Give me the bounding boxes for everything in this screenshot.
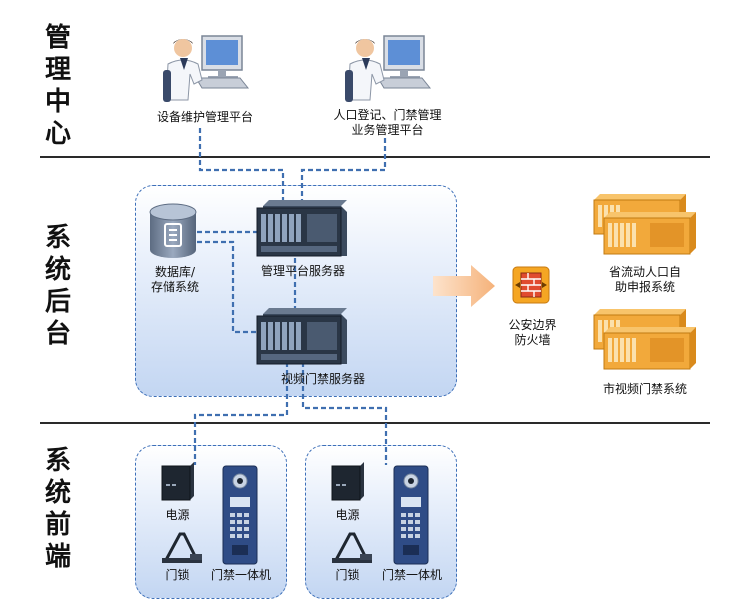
video-server-label-text: 视频门禁服务器	[280, 372, 365, 386]
power-label-1-text: 电源	[165, 508, 190, 522]
firewall-label-line2: 防火墙	[514, 333, 551, 347]
mgmt-server-label: 管理平台服务器	[248, 264, 358, 279]
database-label: 数据库/ 存储系统	[140, 265, 210, 295]
workstation-1-icon	[163, 35, 250, 102]
workstation-1-label-text: 设备维护管理平台	[156, 110, 253, 124]
section-label-frontend-text: 系统前端	[44, 446, 71, 572]
workstation-1-label: 设备维护管理平台	[150, 110, 260, 125]
power-supply-icon-1	[160, 460, 196, 502]
workstation-2-label-line2: 业务管理平台	[351, 123, 424, 137]
terminal-label-1: 门禁一体机	[205, 568, 277, 583]
lock-label-1-text: 门锁	[165, 568, 190, 582]
workstation-2	[340, 30, 435, 105]
section-label-backend-text: 系统后台	[44, 223, 71, 349]
lock-label-2-text: 门锁	[335, 568, 360, 582]
firewall-label: 公安边界 防火墙	[500, 318, 565, 348]
connector-ws1	[198, 128, 285, 205]
mgmt-server-icon	[253, 200, 348, 260]
section-label-management-text: 管理中心	[44, 23, 71, 149]
door-lock-icon-1	[160, 530, 205, 565]
access-terminal-icon-2	[393, 465, 429, 565]
power-supply-icon-2	[330, 460, 366, 502]
external-server-2-label-text: 市视频门禁系统	[602, 382, 687, 396]
divider-bottom	[40, 422, 710, 424]
access-terminal-icon-1	[222, 465, 258, 565]
video-server-icon	[253, 308, 348, 368]
terminal-label-2-text: 门禁一体机	[381, 568, 442, 582]
external-server-1-label: 省流动人口自 助申报系统	[595, 265, 695, 295]
firewall-icon	[511, 265, 551, 305]
door-lock-icon-2	[330, 530, 375, 565]
power-label-2: 电源	[320, 508, 375, 523]
lock-label-2: 门锁	[320, 568, 375, 583]
workstation-2-label: 人口登记、门禁管理 业务管理平台	[325, 108, 450, 138]
video-server-label: 视频门禁服务器	[268, 372, 378, 387]
connector-ws2	[300, 138, 387, 205]
power-label-2-text: 电源	[335, 508, 360, 522]
external-server-2-icon	[590, 305, 700, 373]
arrow-right-icon	[433, 265, 495, 307]
workstation-2-label-line1: 人口登记、门禁管理	[333, 108, 442, 122]
section-label-frontend: 系统前端	[40, 445, 76, 573]
divider-top	[40, 156, 710, 158]
section-label-backend: 系统后台	[40, 222, 76, 350]
section-label-management: 管理中心	[40, 22, 76, 150]
power-label-1: 电源	[150, 508, 205, 523]
database-label-line1: 数据库/	[154, 265, 196, 279]
external-server-1-icon	[590, 190, 700, 258]
database-icon	[148, 202, 198, 260]
connector-db-video	[197, 240, 258, 334]
frontend-panel-1	[135, 445, 287, 599]
external-server-1-label-line2: 助申报系统	[614, 280, 675, 294]
workstation-1	[158, 30, 253, 105]
workstation-2-icon	[345, 35, 432, 102]
frontend-panel-2	[305, 445, 457, 599]
firewall-label-line1: 公安边界	[508, 318, 557, 332]
external-server-1-label-line1: 省流动人口自	[608, 265, 681, 279]
database-label-line2: 存储系统	[150, 280, 199, 294]
external-server-2-label: 市视频门禁系统	[590, 382, 700, 397]
connector-video-front1	[193, 362, 289, 465]
terminal-label-2: 门禁一体机	[376, 568, 448, 583]
mgmt-server-label-text: 管理平台服务器	[260, 264, 345, 278]
terminal-label-1-text: 门禁一体机	[210, 568, 271, 582]
lock-label-1: 门锁	[150, 568, 205, 583]
